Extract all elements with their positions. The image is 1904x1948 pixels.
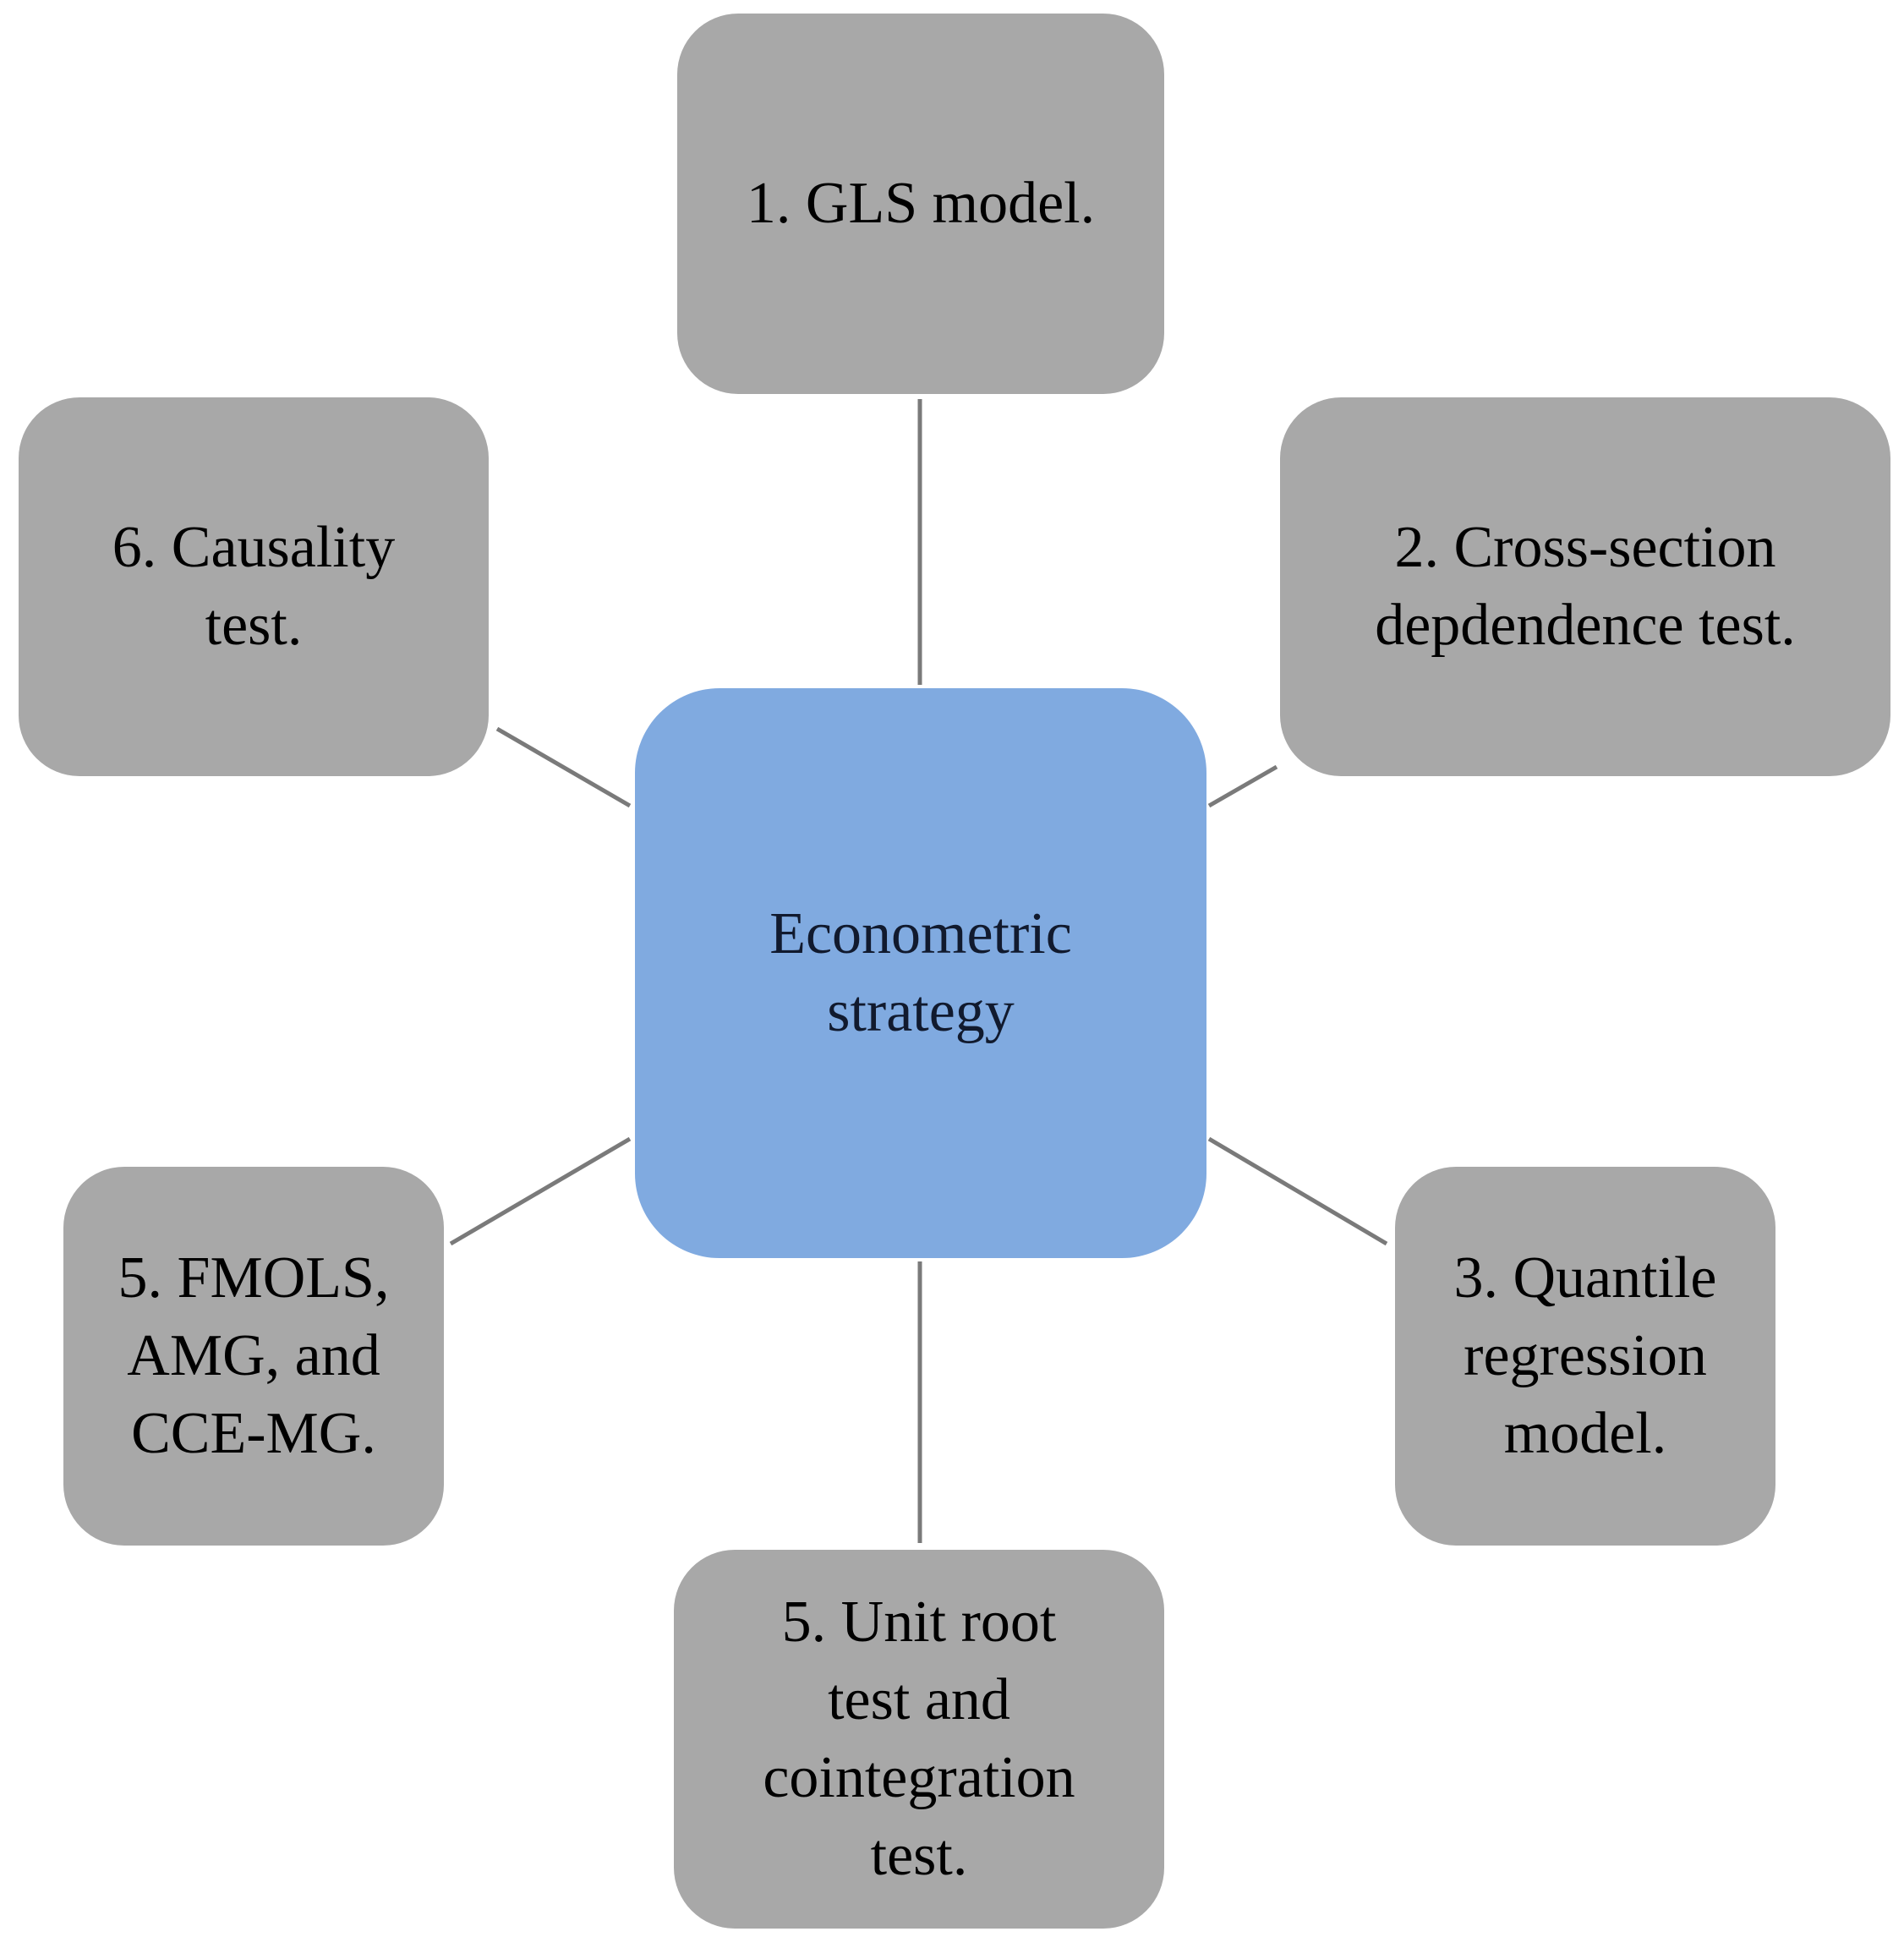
node-fmols-amg-ccemg: 5. FMOLS, AMG, and CCE-MG.: [63, 1167, 444, 1546]
center-node-label: Econometric strategy: [769, 901, 1072, 1044]
center-node: Econometric strategy: [635, 688, 1206, 1258]
connector-quantile: [1207, 1136, 1388, 1246]
connector-fmols: [449, 1136, 632, 1246]
node-quantile-regression-label: 3. Quantile regression model.: [1453, 1245, 1717, 1466]
node-unit-root-cointegration-label: 5. Unit root test and cointegration test…: [763, 1590, 1075, 1888]
node-quantile-regression: 3. Quantile regression model.: [1395, 1167, 1775, 1546]
node-cross-section-test: 2. Cross-section depdendence test.: [1280, 397, 1890, 776]
node-gls-model: 1. GLS model.: [677, 14, 1164, 394]
node-gls-model-label: 1. GLS model.: [746, 171, 1096, 236]
node-unit-root-cointegration: 5. Unit root test and cointegration test…: [674, 1550, 1164, 1929]
node-causality-test: 6. Causality test.: [19, 397, 489, 776]
connector-cross-section: [1207, 764, 1278, 808]
node-fmols-amg-ccemg-label: 5. FMOLS, AMG, and CCE-MG.: [118, 1245, 390, 1466]
node-causality-test-label: 6. Causality test.: [112, 515, 396, 658]
connector-causality: [495, 726, 632, 808]
node-cross-section-test-label: 2. Cross-section depdendence test.: [1375, 515, 1796, 658]
